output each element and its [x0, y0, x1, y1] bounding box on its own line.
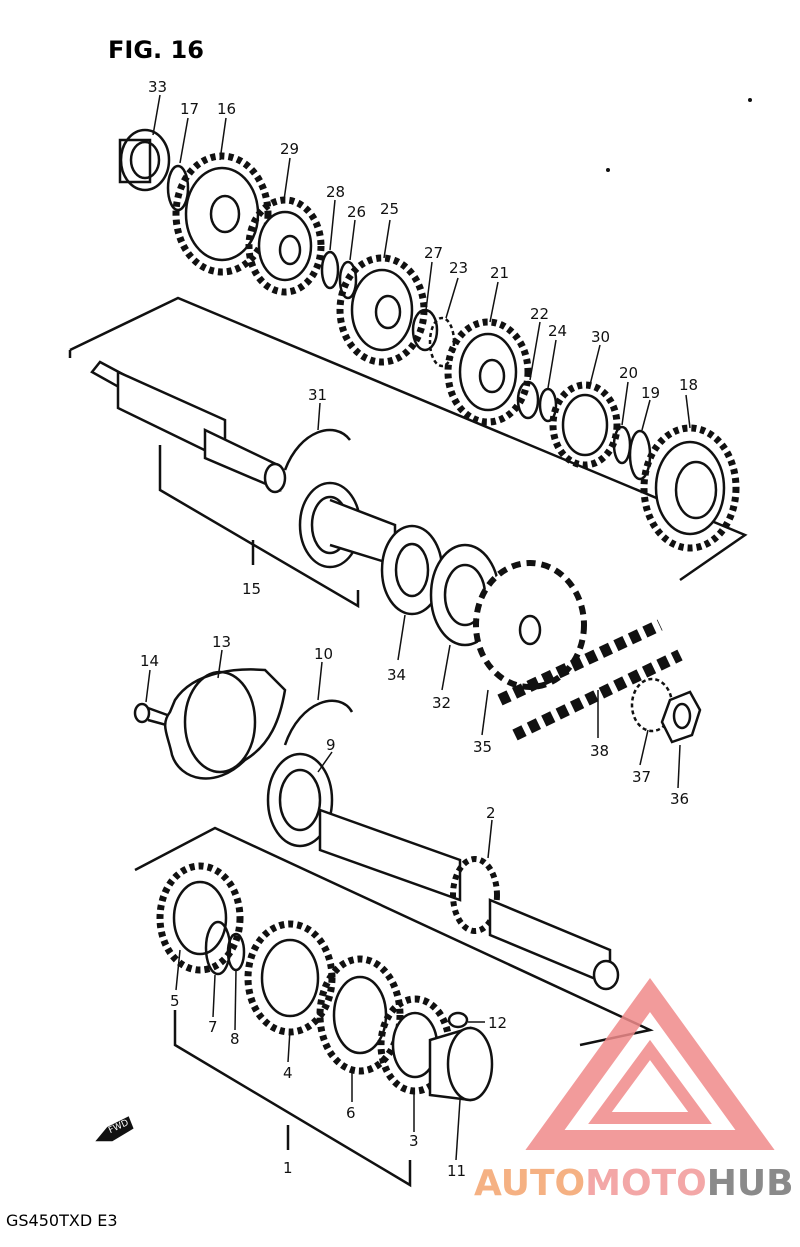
callout-labels: 33 17 16 29 28 26 25 27 23 21 22 24 30 2…: [140, 78, 698, 1180]
callout-7: 7: [208, 1018, 218, 1036]
callout-20: 20: [619, 364, 638, 382]
bushing-22: [516, 380, 540, 420]
callout-33: 33: [148, 78, 167, 96]
pin-12: [447, 1011, 469, 1029]
callout-22: 22: [530, 305, 549, 323]
callout-2: 2: [486, 804, 496, 822]
callout-3: 3: [409, 1132, 419, 1150]
drive-chain-38: [497, 619, 683, 741]
washer-27: [411, 308, 439, 352]
gear-30: [549, 381, 621, 469]
washer-28: [320, 250, 340, 290]
bearing-9: [266, 752, 334, 848]
countershaft-15: [90, 360, 287, 494]
callout-32: 32: [432, 694, 451, 712]
callout-13: 13: [212, 633, 231, 651]
figure-title: FIG. 16: [108, 36, 204, 64]
callout-35: 35: [473, 738, 492, 756]
driveshaft-2: [318, 808, 620, 991]
circlip-31: [283, 428, 351, 471]
gear-18: [640, 424, 740, 552]
callout-18: 18: [679, 376, 698, 394]
circlip-17: [166, 164, 190, 212]
callout-37: 37: [632, 768, 651, 786]
sprocket-35: [473, 560, 587, 690]
callout-28: 28: [326, 183, 345, 201]
gear-21: [444, 318, 532, 426]
callout-17: 17: [180, 100, 199, 118]
callout-34: 34: [387, 666, 406, 684]
callout-8: 8: [230, 1030, 240, 1048]
bearing-and-collar: [298, 481, 397, 569]
fwd-arrow-icon: [95, 1116, 134, 1142]
speck: [606, 168, 610, 172]
callout-27: 27: [424, 244, 443, 262]
circlip-10: [283, 699, 354, 746]
callout-4: 4: [283, 1064, 293, 1082]
bush-11: [428, 1026, 494, 1102]
bearing-33: [118, 128, 171, 192]
callout-31: 31: [308, 386, 327, 404]
washer-26: [338, 260, 358, 300]
automotohub-logo: [525, 977, 775, 1150]
callout-24: 24: [548, 322, 567, 340]
callout-29: 29: [280, 140, 299, 158]
speck: [748, 98, 752, 102]
model-code: GS450TXD E3: [6, 1211, 118, 1230]
oil-seal-34: [380, 524, 444, 616]
washer-7: [204, 920, 232, 976]
callout-36: 36: [670, 790, 689, 808]
callout-11: 11: [447, 1162, 466, 1180]
callout-9: 9: [326, 736, 336, 754]
gear-25: [336, 254, 428, 366]
callout-19: 19: [641, 384, 660, 402]
callout-25: 25: [380, 200, 399, 218]
callout-21: 21: [490, 264, 509, 282]
nut-36: [660, 690, 702, 744]
callout-6: 6: [346, 1104, 356, 1122]
callout-26: 26: [347, 203, 366, 221]
gear-5: [156, 862, 244, 974]
callout-15: 15: [242, 580, 261, 598]
driveshaft-assembly: [95, 668, 654, 1188]
callout-23: 23: [449, 259, 468, 277]
callout-14: 14: [140, 652, 159, 670]
washer-24: [538, 387, 558, 423]
callout-38: 38: [590, 742, 609, 760]
callout-5: 5: [170, 992, 180, 1010]
callout-12: 12: [488, 1014, 507, 1032]
countershaft-assembly: [68, 128, 748, 744]
callout-16: 16: [217, 100, 236, 118]
gear-6: [316, 955, 404, 1075]
gear-29: [245, 196, 325, 296]
callout-1: 1: [283, 1159, 293, 1177]
gear-16: [172, 152, 272, 276]
leader-lines: [145, 94, 691, 1161]
watermark-text: AUTOMOTOHUB: [474, 1163, 794, 1204]
callout-30: 30: [591, 328, 610, 346]
plate-13: [163, 668, 287, 780]
callout-10: 10: [314, 645, 333, 663]
gear-4: [244, 920, 336, 1036]
